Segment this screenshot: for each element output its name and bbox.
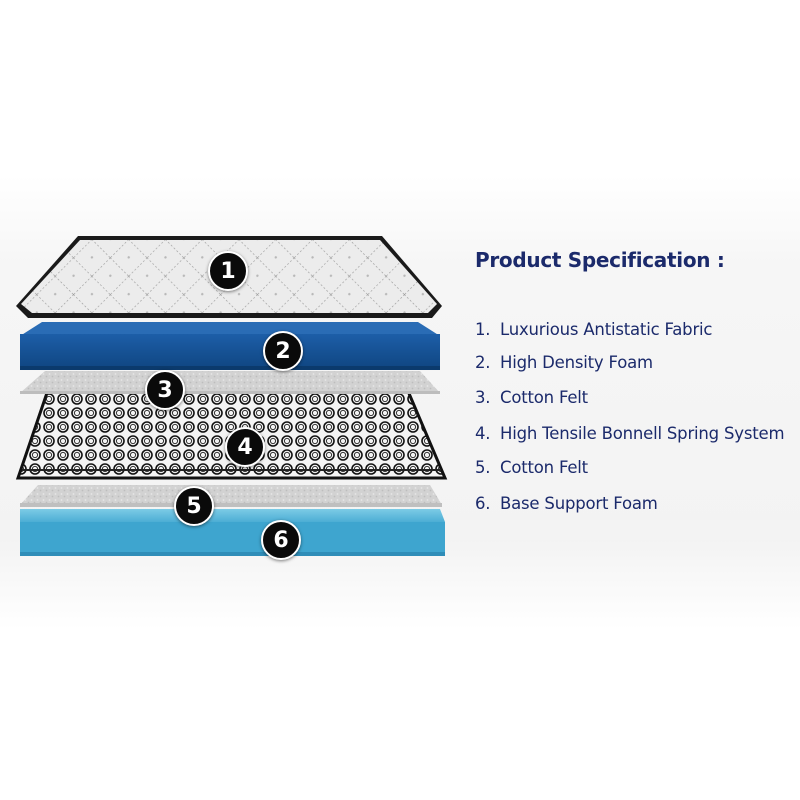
spec-item-label: High Tensile Bonnell Spring System bbox=[500, 424, 785, 443]
layer-badge-6: 6 bbox=[261, 520, 301, 560]
spec-item-3: 3. Cotton Felt bbox=[475, 388, 588, 407]
spec-item-label: High Density Foam bbox=[500, 353, 653, 372]
layer-badge-1: 1 bbox=[208, 251, 248, 291]
spec-title: Product Specification : bbox=[475, 248, 725, 272]
mattress-layers-svg bbox=[15, 236, 448, 556]
layer-6-base-support-foam bbox=[20, 509, 445, 556]
spec-item-number: 4. bbox=[475, 424, 491, 443]
spec-item-4: 4. High Tensile Bonnell Spring System bbox=[475, 424, 785, 443]
mattress-layers-illustration: 1 2 3 4 5 6 bbox=[15, 236, 448, 560]
spec-item-2: 2. High Density Foam bbox=[475, 353, 653, 372]
spec-item-label: Base Support Foam bbox=[500, 494, 658, 513]
spec-item-5: 5. Cotton Felt bbox=[475, 458, 588, 477]
layer-badge-2: 2 bbox=[263, 331, 303, 371]
spec-item-label: Cotton Felt bbox=[500, 458, 588, 477]
product-specification: Product Specification : 1. Luxurious Anti… bbox=[475, 248, 800, 513]
spec-item-label: Luxurious Antistatic Fabric bbox=[500, 320, 713, 339]
spec-item-label: Cotton Felt bbox=[500, 388, 588, 407]
layer-badge-4: 4 bbox=[225, 427, 265, 467]
spec-item-number: 6. bbox=[475, 494, 491, 513]
layer-badge-3: 3 bbox=[145, 370, 185, 410]
spec-item-number: 1. bbox=[475, 320, 491, 339]
spec-item-1: 1. Luxurious Antistatic Fabric bbox=[475, 320, 712, 339]
spec-item-number: 5. bbox=[475, 458, 491, 477]
layer-5-cotton-felt bbox=[20, 485, 442, 507]
spec-item-number: 2. bbox=[475, 353, 491, 372]
spec-item-number: 3. bbox=[475, 388, 491, 407]
layer-2-high-density-foam bbox=[20, 322, 440, 370]
layer-3-cotton-felt bbox=[20, 371, 440, 394]
spec-item-6: 6. Base Support Foam bbox=[475, 494, 658, 513]
layer-badge-5: 5 bbox=[174, 486, 214, 526]
